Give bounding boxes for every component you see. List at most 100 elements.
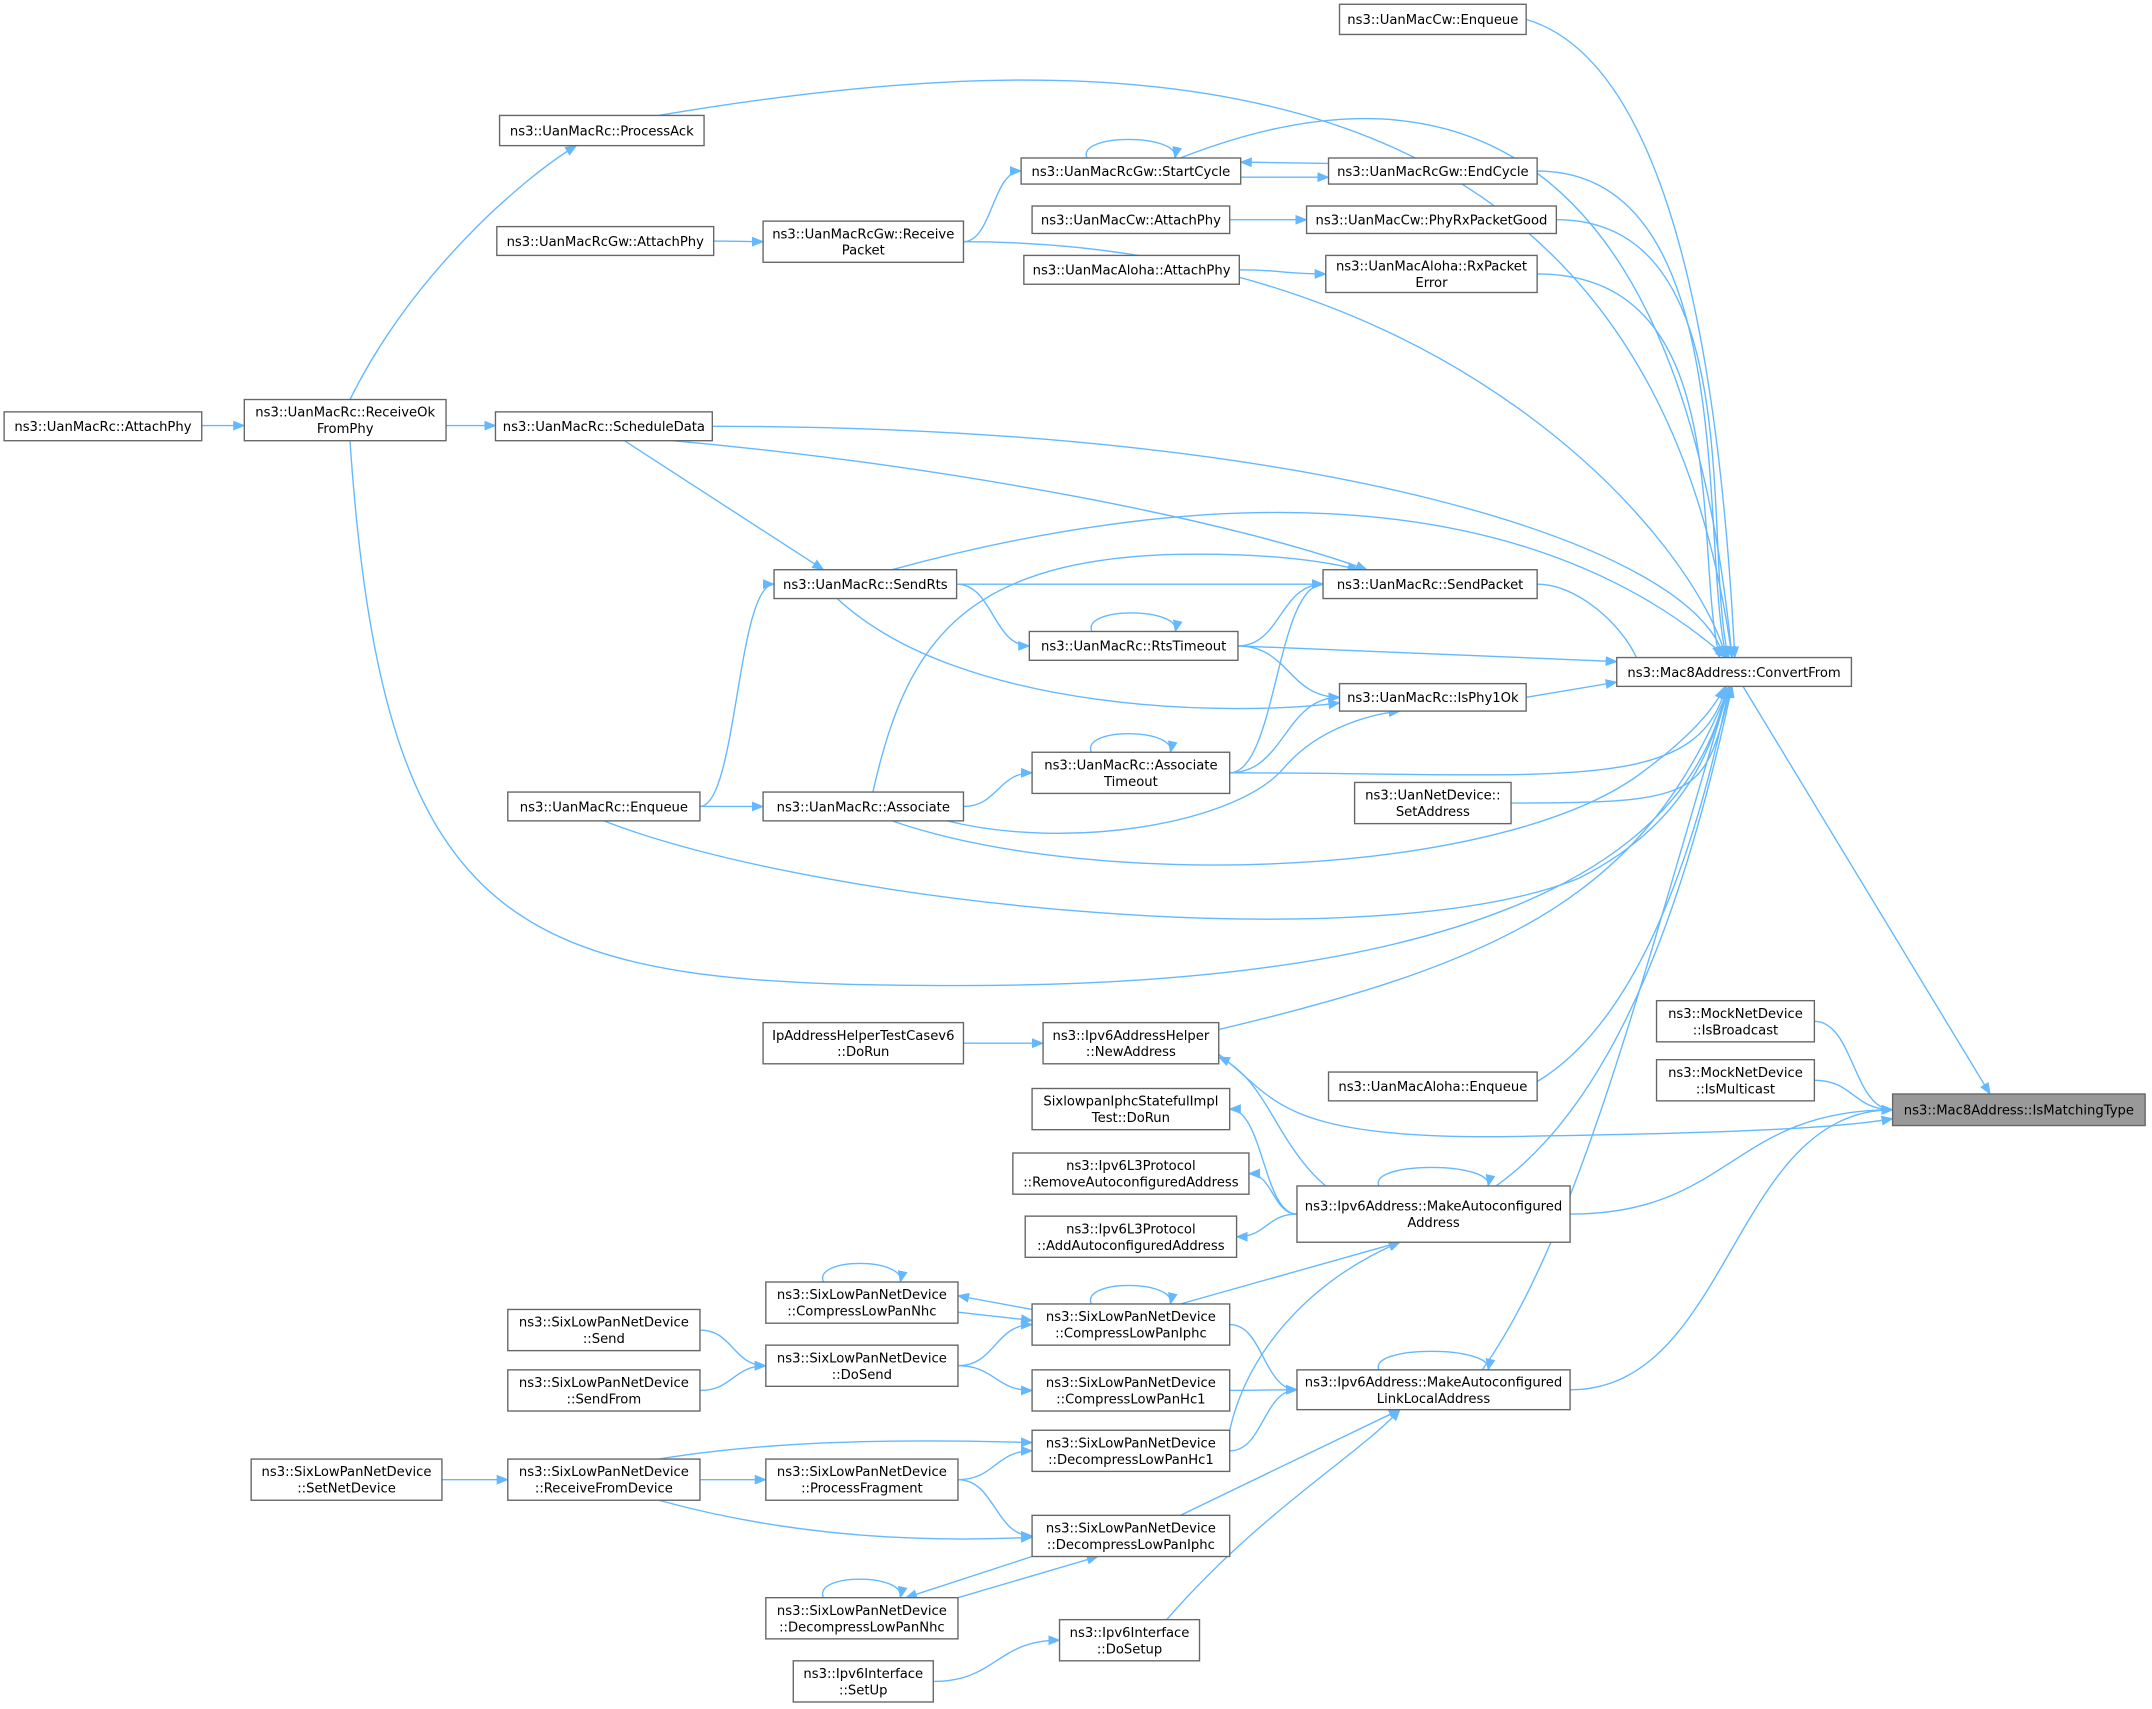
graph-node[interactable]: ns3::SixLowPanNetDevice::DecompressLowPa…	[1031, 1514, 1231, 1558]
node-label-line: ns3::UanMacRc::AttachPhy	[14, 420, 191, 435]
graph-node[interactable]: ns3::Mac8Address::ConvertFrom	[1616, 656, 1853, 688]
graph-node[interactable]: ns3::UanMacRc::ProcessAck	[498, 114, 705, 147]
node-label-line: ::DoSend	[832, 1368, 892, 1383]
graph-node[interactable]: ns3::UanMacRcGw::EndCycle	[1327, 157, 1538, 185]
graph-node[interactable]: ns3::UanMacRc::IsPhy1Ok	[1338, 682, 1527, 712]
node-box	[1031, 1303, 1231, 1346]
node-label: ns3::Ipv6Interface::DoSetup	[1070, 1626, 1190, 1657]
graph-node[interactable]: ns3::UanMacCw::Enqueue	[1338, 3, 1527, 36]
graph-node[interactable]: ns3::Ipv6L3Protocol::RemoveAutoconfigure…	[1012, 1152, 1250, 1195]
graph-node[interactable]: ns3::SixLowPanNetDevice::CompressLowPanI…	[1031, 1303, 1231, 1346]
call-edge	[1229, 1323, 1299, 1395]
node-box	[1023, 254, 1241, 285]
graph-node[interactable]: ns3::SixLowPanNetDevice::ProcessFragment	[765, 1458, 959, 1501]
graph-node[interactable]: ns3::MockNetDevice::IsBroadcast	[1655, 999, 1816, 1043]
graph-node[interactable]: ns3::UanMacRc::RtsTimeout	[1028, 630, 1239, 661]
graph-node[interactable]: ns3::Ipv6L3Protocol::AddAutoconfiguredAd…	[1024, 1215, 1238, 1258]
node-box	[1353, 781, 1512, 825]
node-label-line: Error	[1415, 276, 1448, 291]
node-box	[1024, 1215, 1238, 1258]
graph-node[interactable]: ns3::UanMacCw::AttachPhy	[1031, 205, 1231, 235]
node-label-line: ::CompressLowPanHc1	[1056, 1392, 1205, 1407]
graph-node[interactable]: ns3::UanMacRc::SendRts	[773, 569, 958, 600]
graph-node[interactable]: ns3::UanMacRc::Enqueue	[507, 791, 701, 822]
graph-node[interactable]: ns3::SixLowPanNetDevice::DecompressLowPa…	[765, 1596, 959, 1640]
graph-node[interactable]: ns3::UanMacRcGw::AttachPhy	[496, 225, 715, 257]
call-edge	[836, 598, 1341, 710]
node-label-line: ::DoSetup	[1097, 1642, 1162, 1657]
call-edge	[1180, 1240, 1402, 1305]
call-edge	[956, 1292, 1033, 1311]
call-edge	[946, 707, 1402, 834]
node-box	[762, 791, 965, 822]
graph-node-root[interactable]: ns3::Mac8Address::IsMatchingType	[1891, 1093, 2146, 1127]
graph-node[interactable]: ns3::Ipv6AddressHelper::NewAddress	[1042, 1021, 1220, 1065]
graph-node[interactable]: ns3::UanMacAloha::Enqueue	[1327, 1071, 1538, 1102]
graph-node[interactable]: ns3::SixLowPanNetDevice::CompressLowPanH…	[1031, 1369, 1231, 1412]
node-box	[1058, 1618, 1201, 1662]
node-label: ns3::SixLowPanNetDevice::ProcessFragment	[777, 1465, 947, 1496]
call-edge	[963, 767, 1034, 808]
graph-node[interactable]: ns3::SixLowPanNetDevice::CompressLowPanN…	[765, 1281, 959, 1324]
node-label-line: Test::DoRun	[1091, 1111, 1170, 1126]
graph-node[interactable]: ns3::UanMacRcGw::StartCycle	[1020, 157, 1242, 185]
node-box	[1296, 1369, 1571, 1411]
node-label: ns3::UanMacRc::SendRts	[783, 578, 948, 593]
call-edge	[1228, 1104, 1298, 1215]
call-edge	[957, 1365, 1034, 1396]
node-label-line: ns3::Ipv6Address::MakeAutoconfigured	[1305, 1375, 1562, 1390]
graph-node[interactable]: ns3::SixLowPanNetDevice::SetNetDevice	[250, 1458, 443, 1501]
node-label: ns3::SixLowPanNetDevice::DecompressLowPa…	[1046, 1436, 1216, 1467]
graph-node[interactable]: ns3::SixLowPanNetDevice::Send	[507, 1308, 701, 1352]
call-edge	[1239, 269, 1328, 279]
node-label: ns3::UanMacRcGw::AttachPhy	[507, 235, 705, 250]
graph-node[interactable]: ns3::SixLowPanNetDevice::DoSend	[765, 1344, 959, 1388]
graph-node[interactable]: ns3::UanMacRc::ScheduleData	[494, 411, 713, 442]
node-box	[1031, 205, 1231, 235]
node-label-line: ::CompressLowPanNhc	[787, 1305, 936, 1320]
node-label: ns3::UanMacAloha::AttachPhy	[1033, 264, 1231, 279]
graph-node[interactable]: ns3::Ipv6Interface::SetUp	[792, 1660, 934, 1703]
graph-node[interactable]: ns3::UanMacRc::Associate	[762, 791, 965, 822]
node-label-line: FromPhy	[317, 422, 374, 437]
graph-node[interactable]: ns3::SixLowPanNetDevice::ReceiveFromDevi…	[507, 1458, 701, 1501]
graph-node[interactable]: ns3::UanNetDevice::SetAddress	[1353, 781, 1512, 825]
call-edge	[1526, 679, 1618, 699]
node-label-line: ns3::SixLowPanNetDevice	[1046, 1376, 1216, 1391]
call-edge	[1570, 1104, 1894, 1215]
graph-node[interactable]: ns3::SixLowPanNetDevice::SendFrom	[507, 1369, 701, 1412]
node-box	[1031, 751, 1231, 795]
node-label: ns3::MockNetDevice::IsMulticast	[1668, 1066, 1803, 1097]
node-label-line: ns3::Mac8Address::IsMatchingType	[1904, 1104, 2134, 1119]
node-box	[765, 1344, 959, 1388]
node-label-line: ::AddAutoconfiguredAddress	[1037, 1239, 1225, 1254]
node-label-line: LinkLocalAddress	[1377, 1392, 1491, 1407]
call-edge	[1814, 1079, 1894, 1115]
graph-node[interactable]: ns3::UanMacRc::SendPacket	[1322, 569, 1538, 600]
node-box	[1305, 205, 1558, 235]
graph-node[interactable]: ns3::MockNetDevice::IsMulticast	[1655, 1058, 1816, 1102]
graph-node[interactable]: ns3::SixLowPanNetDevice::DecompressLowPa…	[1031, 1429, 1231, 1473]
graph-node[interactable]: ns3::Ipv6Interface::DoSetup	[1058, 1618, 1201, 1662]
node-label-line: ::Send	[583, 1332, 625, 1347]
graph-node[interactable]: ns3::UanMacCw::PhyRxPacketGood	[1305, 205, 1558, 235]
call-edge	[1085, 138, 1183, 160]
graph-node[interactable]: ns3::UanMacRc::AttachPhy	[3, 411, 203, 442]
call-edge	[1180, 117, 1736, 659]
node-label: ns3::UanMacRc::ProcessAck	[510, 124, 694, 139]
call-edge	[1556, 219, 1731, 659]
node-label: ns3::UanMacCw::AttachPhy	[1041, 214, 1221, 229]
graph-node[interactable]: ns3::UanMacAloha::AttachPhy	[1023, 254, 1241, 285]
graph-node[interactable]: IpAddressHelperTestCasev6::DoRun	[762, 1021, 965, 1065]
node-label-line: ns3::SixLowPanNetDevice	[519, 1316, 689, 1331]
